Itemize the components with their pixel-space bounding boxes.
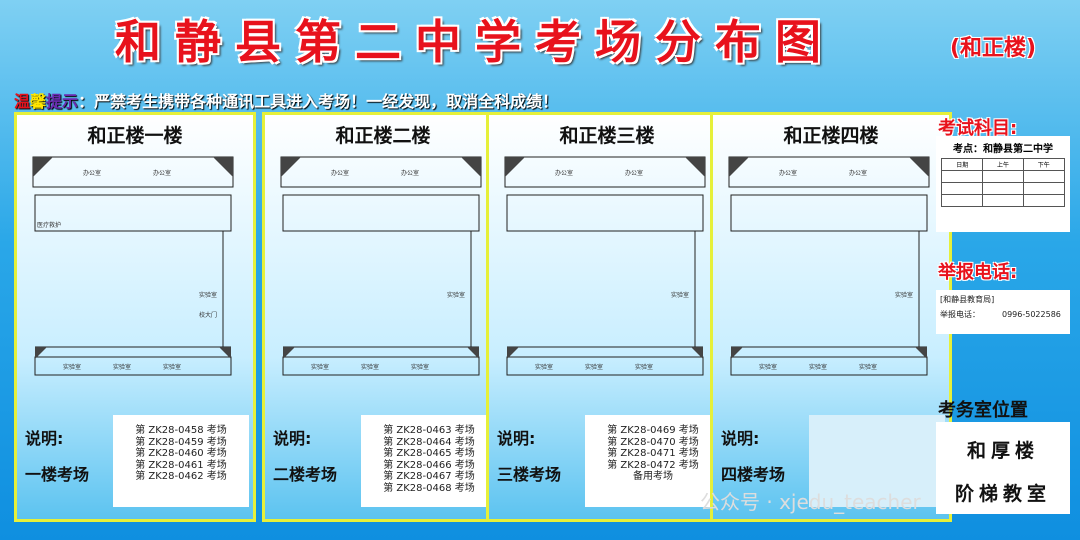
exam-room: 第 ZK28-0469 考场 bbox=[607, 425, 699, 436]
floor-title: 和正楼三楼 bbox=[559, 125, 655, 147]
plan-lab: 实验室 bbox=[411, 363, 429, 371]
notice-char-2: 馨 bbox=[30, 92, 47, 111]
plan-office: 办公室 bbox=[153, 169, 171, 177]
subjects-heading: 考试科目: bbox=[938, 118, 1018, 139]
notice-char-4: 示 bbox=[62, 92, 79, 111]
plan-office: 办公室 bbox=[849, 169, 867, 177]
exam-room: 第 ZK28-0462 考场 bbox=[135, 471, 227, 482]
exam-room: 第 ZK28-0468 考场 bbox=[383, 482, 475, 494]
page-subtitle: (和正楼) bbox=[950, 36, 1037, 61]
report-org: [和静县教育局] bbox=[940, 295, 995, 304]
floor-plan-wrap: 办公室 办公室 实验室 实验室 实验室 实验室 bbox=[719, 147, 943, 377]
plan-lab: 实验室 bbox=[759, 363, 777, 371]
floor-label: 四楼考场 bbox=[721, 465, 786, 484]
floor-panel-3: 和正楼三楼 办公室 办公室 实验室 实验室 实验室 实验室 说明: 三楼考场 第… bbox=[486, 112, 728, 522]
th-am: 上午 bbox=[982, 158, 1024, 171]
floor-title: 和正楼四楼 bbox=[783, 125, 879, 147]
exam-room: 第 ZK28-0460 考场 bbox=[135, 448, 227, 459]
floor-note: 说明: bbox=[25, 429, 64, 448]
warm-notice: 温馨提示：严禁考生携带各种通讯工具进入考场！一经发现，取消全科成绩！ bbox=[14, 88, 558, 112]
floor-plan-wrap: 办公室 办公室 实验室 实验室 实验室 实验室 bbox=[271, 147, 495, 377]
exam-room: 第 ZK28-0463 考场 bbox=[383, 425, 475, 436]
exam-room: 第 ZK28-0464 考场 bbox=[383, 436, 475, 448]
exam-room: 第 ZK28-0461 考场 bbox=[135, 459, 227, 471]
floor-note: 说明: bbox=[273, 429, 312, 448]
plan-lab: 实验室 bbox=[163, 363, 181, 371]
report-line: 举报电话： 0996-5022586 bbox=[936, 309, 1070, 324]
report-label: 举报电话： bbox=[940, 310, 980, 319]
floor-panel-2: 和正楼二楼 办公室 办公室 实验室 实验室 实验室 实验室 说明: 二楼考场 第… bbox=[262, 112, 504, 522]
exam-room: 第 ZK28-0471 考场 bbox=[607, 448, 699, 459]
report-heading: 举报电话: bbox=[938, 262, 1018, 283]
report-card: [和静县教育局] 举报电话： 0996-5022586 bbox=[936, 290, 1070, 334]
plan-lab: 实验室 bbox=[63, 363, 81, 371]
notice-text: ：严禁考生携带各种通讯工具进入考场！一经发现，取消全科成绩！ bbox=[78, 92, 559, 111]
plan-office: 办公室 bbox=[331, 169, 349, 177]
plan-lab: 实验室 bbox=[635, 363, 653, 371]
plan-lab: 实验室 bbox=[895, 291, 913, 299]
plan-lab: 实验室 bbox=[535, 363, 553, 371]
plan-lab: 实验室 bbox=[671, 291, 689, 299]
plan-gate: 校大门 bbox=[199, 311, 217, 319]
report-phone: 0996-5022586 bbox=[1002, 310, 1061, 319]
plan-lab: 实验室 bbox=[361, 363, 379, 371]
floor-note: 说明: bbox=[721, 429, 760, 448]
schedule-table: 日期上午下午 bbox=[941, 158, 1065, 207]
plan-lab: 实验室 bbox=[809, 363, 827, 371]
page-title: 和静县第二中学考场分布图 bbox=[115, 15, 835, 69]
floor-label: 一楼考场 bbox=[25, 465, 90, 484]
room-list bbox=[809, 415, 945, 507]
office-line2: 阶梯教室 bbox=[954, 483, 1051, 505]
plan-clinic: 医疗救护 bbox=[37, 221, 61, 229]
plan-office: 办公室 bbox=[625, 169, 643, 177]
floor-title: 和正楼二楼 bbox=[335, 125, 431, 147]
floor-plan: 办公室 办公室 实验室 实验室 实验室 实验室 bbox=[504, 156, 706, 376]
office-card: 和厚楼 阶梯教室 bbox=[936, 422, 1070, 514]
subjects-card: 考点：和静县第二中学 日期上午下午 bbox=[936, 136, 1070, 232]
watermark: 公众号 · xjedu_teacher bbox=[700, 490, 921, 514]
plan-office: 办公室 bbox=[401, 169, 419, 177]
exam-room: 第 ZK28-0465 考场 bbox=[383, 448, 475, 459]
office-heading: 考务室位置 bbox=[938, 400, 1028, 421]
plan-office: 办公室 bbox=[83, 169, 101, 177]
floor-label: 二楼考场 bbox=[273, 465, 338, 484]
notice-char-3: 提 bbox=[46, 92, 63, 111]
plan-lab: 实验室 bbox=[113, 363, 131, 371]
floor-note: 说明: bbox=[497, 429, 536, 448]
plan-office: 办公室 bbox=[779, 169, 797, 177]
floor-panel-4: 和正楼四楼 办公室 办公室 实验室 实验室 实验室 实验室 说明: 四楼考场 bbox=[710, 112, 952, 522]
exam-room: 第 ZK28-0467 考场 bbox=[383, 471, 475, 482]
floor-plan-wrap: 办公室 办公室 实验室 实验室 实验室 实验室 医疗救护校大门 bbox=[23, 147, 247, 377]
plan-lab: 实验室 bbox=[199, 291, 217, 299]
room-list: 第 ZK28-0469 考场第 ZK28-0470 考场第 ZK28-0471 … bbox=[585, 415, 721, 507]
exam-room: 备用考场 bbox=[633, 471, 673, 482]
office-line1: 和厚楼 bbox=[966, 440, 1039, 462]
th-pm: 下午 bbox=[1022, 158, 1065, 171]
floor-title: 和正楼一楼 bbox=[87, 125, 183, 147]
exam-room: 第 ZK28-0459 考场 bbox=[135, 436, 227, 448]
floor-plan-wrap: 办公室 办公室 实验室 实验室 实验室 实验室 bbox=[495, 147, 719, 377]
exam-room: 第 ZK28-0470 考场 bbox=[607, 436, 699, 448]
plan-lab: 实验室 bbox=[311, 363, 329, 371]
plan-lab: 实验室 bbox=[585, 363, 603, 371]
venue-name: 考点：和静县第二中学 bbox=[953, 144, 1053, 155]
exam-room: 第 ZK28-0466 考场 bbox=[383, 459, 475, 471]
exam-room: 第 ZK28-0472 考场 bbox=[607, 459, 699, 471]
floor-plan: 办公室 办公室 实验室 实验室 实验室 实验室 bbox=[728, 156, 930, 376]
notice-char-1: 温 bbox=[14, 92, 31, 111]
room-list: 第 ZK28-0463 考场第 ZK28-0464 考场第 ZK28-0465 … bbox=[361, 415, 497, 507]
floor-label: 三楼考场 bbox=[497, 465, 562, 484]
floor-plan: 办公室 办公室 实验室 实验室 实验室 实验室 bbox=[280, 156, 482, 376]
plan-lab: 实验室 bbox=[447, 291, 465, 299]
th-date: 日期 bbox=[941, 158, 984, 171]
floor-panel-1: 和正楼一楼 办公室 办公室 实验室 实验室 实验室 实验室 医疗救护校大门 说明… bbox=[14, 112, 256, 522]
plan-office: 办公室 bbox=[555, 169, 573, 177]
plan-lab: 实验室 bbox=[859, 363, 877, 371]
exam-room: 第 ZK28-0458 考场 bbox=[135, 425, 227, 436]
room-list: 第 ZK28-0458 考场第 ZK28-0459 考场第 ZK28-0460 … bbox=[113, 415, 249, 507]
